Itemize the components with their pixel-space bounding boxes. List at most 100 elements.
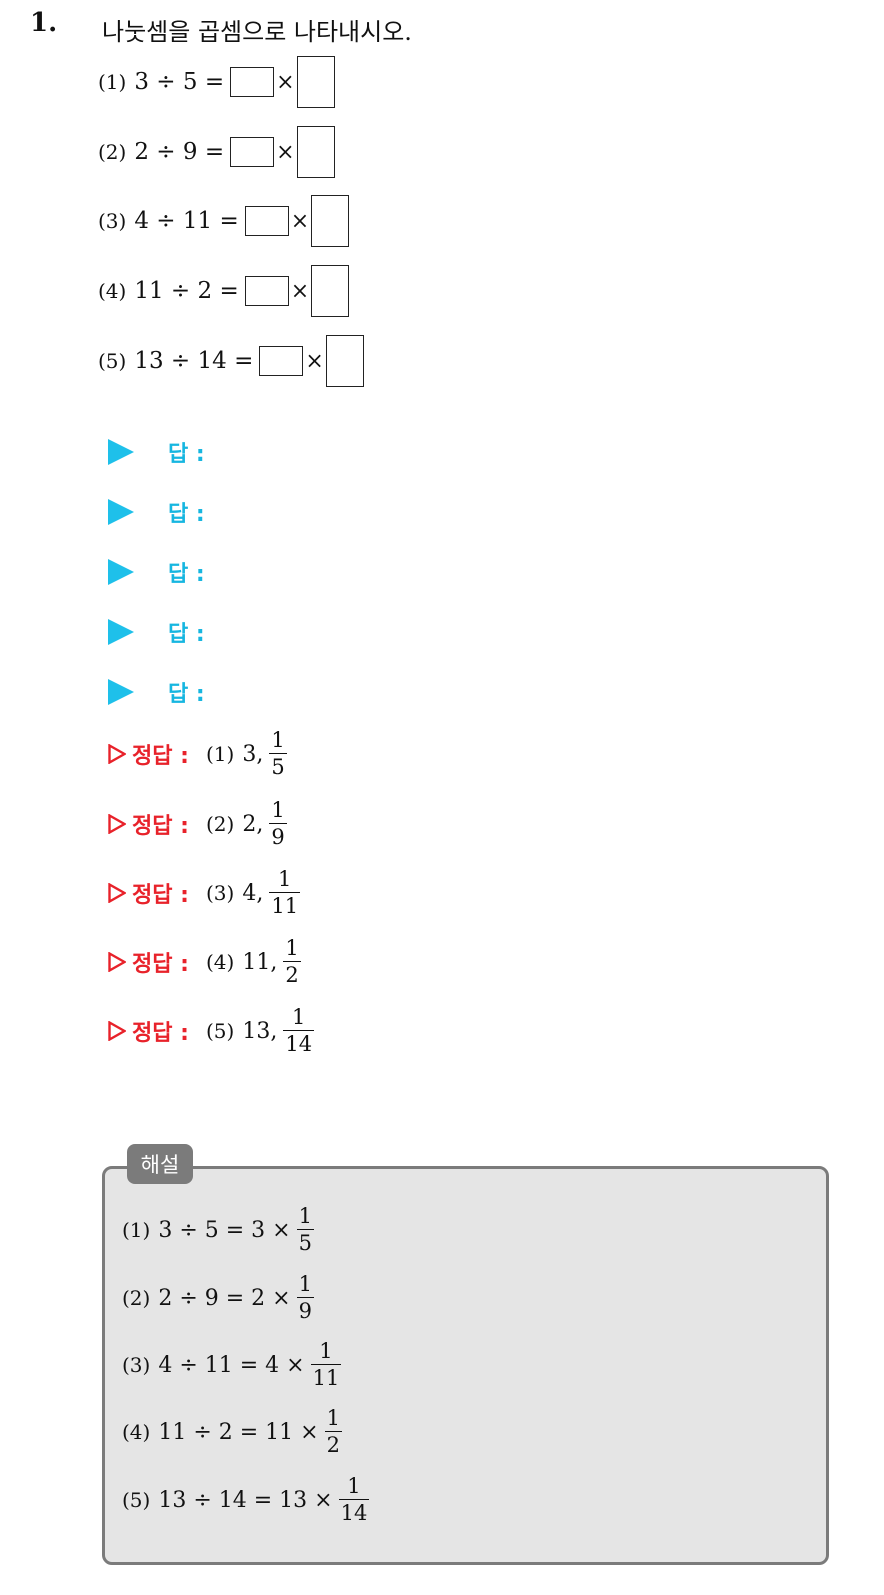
explanation-index: (1) xyxy=(122,1218,151,1242)
explanation-expression: 2 ÷ 9 = 2 × xyxy=(158,1285,291,1311)
play-triangle-icon xyxy=(108,439,134,465)
play-triangle-icon xyxy=(108,679,134,705)
explanation-index: (5) xyxy=(122,1488,151,1512)
problem-expression: 13 ÷ 14 = xyxy=(134,348,254,374)
problem-5: (5) 13 ÷ 14 = × xyxy=(98,331,364,391)
answer-box-whole[interactable] xyxy=(259,346,304,376)
answer-box-fraction[interactable] xyxy=(296,126,335,178)
outline-triangle-icon xyxy=(108,744,126,764)
answer-label: 답 : xyxy=(168,442,205,467)
solution-index: (2) xyxy=(206,812,235,836)
answer-box-fraction[interactable] xyxy=(296,56,335,108)
answer-row-1: 답 : xyxy=(108,436,205,468)
explanation-expression: 11 ÷ 2 = 11 × xyxy=(158,1419,319,1445)
answer-box-whole[interactable] xyxy=(244,276,289,306)
denominator: 14 xyxy=(283,1030,315,1056)
solution-index: (5) xyxy=(206,1019,235,1043)
play-triangle-icon xyxy=(108,499,134,525)
numerator: 1 xyxy=(292,1005,306,1029)
times-sign: × xyxy=(276,139,295,165)
answer-box-whole[interactable] xyxy=(230,137,275,167)
explanation-index: (4) xyxy=(122,1420,151,1444)
times-sign: × xyxy=(290,208,310,234)
solution-index: (4) xyxy=(206,950,235,974)
answer-row-5: 답 : xyxy=(108,676,205,708)
problem-label: (5) xyxy=(98,349,127,373)
numerator: 1 xyxy=(278,867,292,891)
problem-expression: 2 ÷ 9 = xyxy=(134,139,225,165)
denominator: 14 xyxy=(338,1499,370,1525)
solution-whole: 4, xyxy=(242,880,264,906)
numerator: 1 xyxy=(326,1406,340,1430)
answer-row-3: 답 : xyxy=(108,556,205,588)
solution-label: 정답 : xyxy=(132,814,189,839)
explanation-tag: 해설 xyxy=(127,1144,193,1184)
denominator: 11 xyxy=(269,892,301,918)
explanation-index: (3) xyxy=(122,1353,151,1377)
explanation-box xyxy=(102,1166,829,1565)
problem-2: (2) 2 ÷ 9 = × xyxy=(98,122,335,182)
play-triangle-icon xyxy=(108,559,134,585)
denominator: 2 xyxy=(324,1431,342,1457)
answer-label: 답 : xyxy=(168,502,205,527)
denominator: 11 xyxy=(310,1364,342,1390)
answer-box-fraction[interactable] xyxy=(311,265,350,317)
outline-triangle-icon xyxy=(108,952,126,972)
times-sign: × xyxy=(305,348,324,374)
answer-box-whole[interactable] xyxy=(230,67,275,97)
problem-3: (3) 4 ÷ 11 = × xyxy=(98,191,350,251)
question-number: 1. xyxy=(30,8,58,38)
explanation-index: (2) xyxy=(122,1286,151,1310)
answer-row-2: 답 : xyxy=(108,496,205,528)
solution-label: 정답 : xyxy=(132,744,189,769)
numerator: 1 xyxy=(271,728,285,752)
question-title: 나눗셈을 곱셈으로 나타내시오. xyxy=(102,18,412,46)
solution-whole: 2, xyxy=(242,811,264,837)
answer-box-fraction[interactable] xyxy=(311,195,350,247)
answer-box-fraction[interactable] xyxy=(325,335,364,387)
denominator: 9 xyxy=(269,823,287,849)
times-sign: × xyxy=(276,69,295,95)
denominator: 5 xyxy=(296,1229,314,1255)
problem-label: (1) xyxy=(98,70,127,94)
numerator: 1 xyxy=(271,798,285,822)
problem-expression: 11 ÷ 2 = xyxy=(134,278,239,304)
answer-row-4: 답 : xyxy=(108,616,205,648)
denominator: 9 xyxy=(296,1297,314,1323)
solution-whole: 13, xyxy=(242,1018,278,1044)
explanation-expression: 4 ÷ 11 = 4 × xyxy=(158,1352,305,1378)
answer-label: 답 : xyxy=(168,622,205,647)
numerator: 1 xyxy=(319,1339,333,1363)
play-triangle-icon xyxy=(108,619,134,645)
explanation-expression: 13 ÷ 14 = 13 × xyxy=(158,1487,333,1513)
answer-label: 답 : xyxy=(168,682,205,707)
problem-expression: 3 ÷ 5 = xyxy=(134,69,225,95)
answer-box-whole[interactable] xyxy=(244,206,289,236)
problem-label: (4) xyxy=(98,279,127,303)
outline-triangle-icon xyxy=(108,814,126,834)
solution-whole: 11, xyxy=(242,949,278,975)
problem-expression: 4 ÷ 11 = xyxy=(134,208,239,234)
solution-label: 정답 : xyxy=(132,1021,189,1046)
problem-4: (4) 11 ÷ 2 = × xyxy=(98,261,350,321)
solution-index: (3) xyxy=(206,881,235,905)
